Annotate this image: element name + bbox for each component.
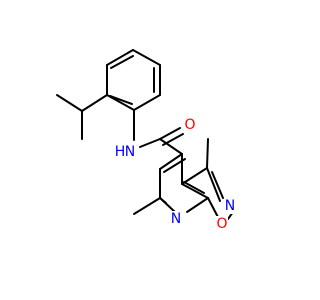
bond-c3-n-double [211, 171, 224, 199]
bond-layer [56, 49, 234, 222]
bond-c7a-c3a [181, 183, 209, 199]
bond-benzene-4 [132, 49, 161, 66]
bond-isopropyl-ch [81, 94, 108, 112]
atom-o-isoxazole: O [216, 216, 228, 232]
bond-carbonyl-c4 [159, 138, 183, 155]
bond-benzene-6 [133, 94, 161, 111]
bond-benzene-3-double [110, 55, 134, 69]
bond-c4-c5-double [163, 158, 186, 173]
atom-label-n: N [225, 198, 235, 214]
atom-label-h: H [115, 144, 126, 160]
bond-c4-c5 [159, 153, 183, 170]
bond-c3-methyl [206, 138, 209, 169]
atom-label-o: O [184, 117, 195, 133]
atom-label-n: N [125, 144, 135, 160]
atom-n-isoxazole: N [224, 198, 236, 214]
bond-c3a-c3 [181, 167, 208, 185]
bond-benzene-6-double [109, 95, 133, 105]
bond-c7a-c3a-double [183, 181, 205, 194]
bond-carbonyl-o-double [162, 133, 184, 146]
bond-isopropyl-methyl-1 [56, 94, 83, 112]
atom-label-o: O [216, 216, 227, 232]
bond-c6-methyl [133, 197, 161, 215]
bond-c6-n-double-start [159, 197, 167, 204]
atom-label-n: N [171, 211, 181, 227]
bond-carbonyl-o [159, 127, 181, 140]
atom-n-pyridine: N [170, 211, 182, 227]
bond-c3-n [206, 167, 221, 202]
bond-n-c7a [186, 197, 209, 213]
bond-benzene-3 [106, 49, 134, 66]
atom-o-carbonyl: O [184, 117, 196, 133]
bond-n-carbonyl [139, 138, 161, 148]
